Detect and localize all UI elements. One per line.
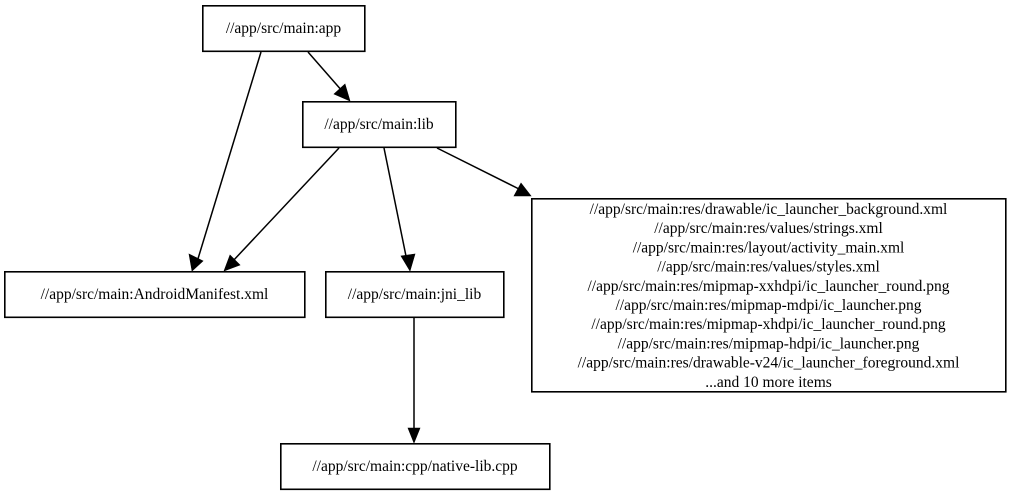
node-res-group-line-7: //app/src/main:res/mipmap-hdpi/ic_launch…	[618, 335, 920, 352]
edge-app-to-lib	[307, 51, 351, 102]
edge-lib-to-manifest	[223, 147, 340, 272]
edge-jni-lib-to-native-lib	[407, 318, 421, 444]
node-native-lib-cpp[interactable]: //app/src/main:cpp/native-lib.cpp	[279, 442, 551, 491]
node-app-label: //app/src/main:app	[226, 20, 342, 37]
edge-lib-to-res-group	[436, 147, 532, 197]
edge-lib-to-jni-lib	[383, 147, 416, 272]
node-android-manifest-label: //app/src/main:AndroidManifest.xml	[41, 286, 269, 303]
node-lib[interactable]: //app/src/main:lib	[301, 101, 457, 149]
node-jni-lib[interactable]: //app/src/main:jni_lib	[324, 270, 505, 319]
node-res-group-line-4: //app/src/main:res/mipmap-xxhdpi/ic_laun…	[587, 278, 949, 295]
node-res-group-line-6: //app/src/main:res/mipmap-xhdpi/ic_launc…	[591, 316, 946, 333]
node-res-group-line-8: //app/src/main:res/drawable-v24/ic_launc…	[578, 355, 960, 372]
node-res-group-line-2: //app/src/main:res/layout/activity_main.…	[633, 239, 905, 256]
node-android-manifest[interactable]: //app/src/main:AndroidManifest.xml	[4, 270, 306, 319]
edges-layer	[188, 51, 532, 444]
node-jni-lib-label: //app/src/main:jni_lib	[348, 286, 482, 303]
node-res-group-line-5: //app/src/main:res/mipmap-mdpi/ic_launch…	[615, 297, 921, 314]
node-res-group-line-9: ...and 10 more items	[705, 374, 832, 391]
node-res-group-line-1: //app/src/main:res/values/strings.xml	[654, 220, 883, 237]
node-lib-label: //app/src/main:lib	[324, 116, 434, 133]
nodes-layer: //app/src/main:app //app/src/main:lib //…	[4, 5, 1007, 491]
node-res-group-line-3: //app/src/main:res/values/styles.xml	[657, 259, 880, 276]
node-native-lib-cpp-label: //app/src/main:cpp/native-lib.cpp	[312, 458, 518, 475]
edge-app-to-manifest	[188, 51, 262, 272]
node-app[interactable]: //app/src/main:app	[202, 5, 366, 53]
node-res-group[interactable]: //app/src/main:res/drawable/ic_launcher_…	[530, 198, 1007, 393]
node-res-group-line-0: //app/src/main:res/drawable/ic_launcher_…	[590, 201, 948, 218]
